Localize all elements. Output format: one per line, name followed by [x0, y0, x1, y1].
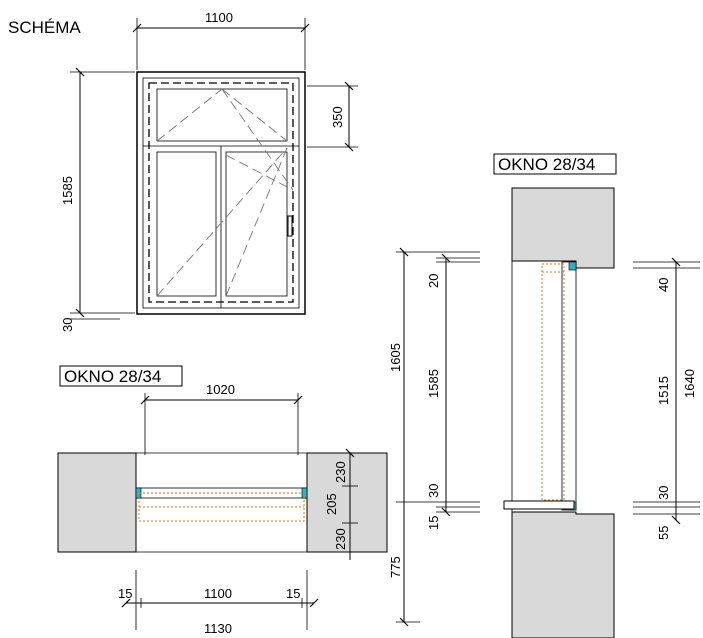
- dim-sill: 15: [426, 516, 441, 530]
- dim-right-total: 1640: [682, 369, 697, 398]
- dim-depth-bottom: 230: [333, 528, 348, 550]
- dim-bottom-section: 30: [426, 484, 441, 498]
- schema-label: SCHÉMA: [8, 18, 81, 37]
- dim-transom: 350: [330, 106, 345, 128]
- dim-height-section: 1585: [426, 369, 441, 398]
- section-dimensions: 1605 775 20 1585 30 15 40 1515 1640 30 5…: [388, 247, 700, 627]
- dim-left-total: 1605: [388, 343, 403, 372]
- dim-right-height: 1515: [656, 376, 671, 405]
- dim-left: 15: [118, 586, 132, 601]
- dim-parapet: 775: [388, 556, 403, 578]
- dim-top: 20: [426, 274, 441, 288]
- dim-right-sill: 55: [656, 526, 671, 540]
- section-title-box: [493, 153, 617, 175]
- dim-opening: 1020: [206, 382, 235, 397]
- window-elevation: [136, 71, 306, 315]
- plan-dimensions: 1020 230 205 230 15 1100 15 1130: [118, 382, 358, 636]
- section-view: [503, 187, 615, 638]
- dim-height: 1585: [60, 176, 75, 205]
- dim-total: 1130: [204, 621, 232, 636]
- window-handle-icon: [287, 215, 293, 237]
- plan-title-box: [59, 365, 183, 387]
- dim-bottom: 30: [60, 318, 75, 332]
- dim-right-bottom: 30: [656, 486, 671, 500]
- dim-depth-top: 230: [333, 461, 348, 483]
- plan-title: OKNO 28/34: [64, 367, 161, 386]
- section-title: OKNO 28/34: [498, 155, 595, 174]
- dim-width: 1100: [205, 10, 233, 25]
- elevation-dimensions: 1100 1585 30 350: [60, 10, 358, 332]
- dim-frame-width: 1100: [204, 586, 232, 601]
- dim-right-top: 40: [656, 278, 671, 292]
- dim-right: 15: [286, 586, 300, 601]
- dim-frame: 205: [324, 493, 339, 515]
- plan-view: [57, 452, 388, 553]
